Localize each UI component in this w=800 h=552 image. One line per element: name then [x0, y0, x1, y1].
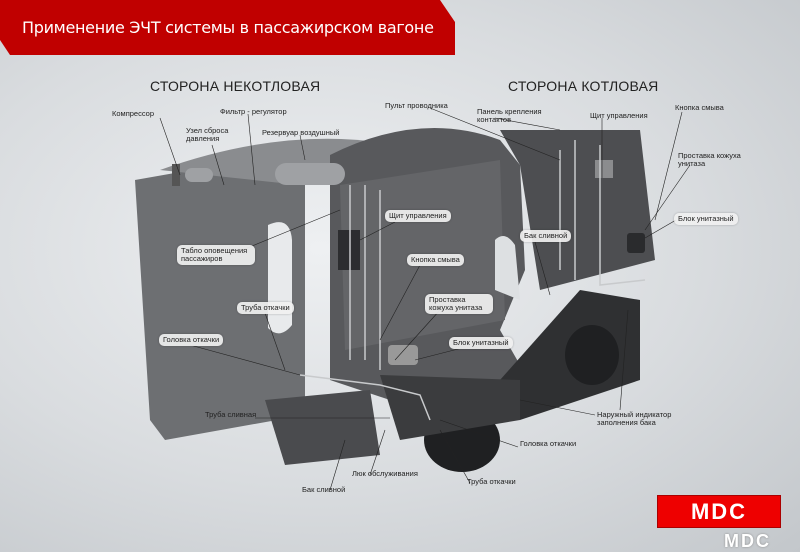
leader-lines	[159, 107, 691, 491]
label-pump-head-box: Головка откачки	[159, 334, 224, 346]
car-body	[135, 128, 655, 472]
label-toilet-spacer: Проставка кожуха унитаза	[425, 294, 493, 314]
label-drain-tank: Бак сливной	[302, 485, 346, 494]
pipes	[299, 140, 646, 421]
label-pump-pipe-box: Труба откачки	[237, 302, 294, 314]
label-toilet-spacer-top: Проставка кожуха унитаза	[678, 151, 741, 168]
label-filter: Фильтр - регулятор	[220, 107, 287, 116]
logo-text: MDC	[690, 498, 748, 524]
side-label-non-boiler: СТОРОНА НЕКОТЛОВАЯ	[150, 78, 321, 94]
logo-reflection-text: MDC	[724, 530, 771, 551]
label-service-hatch: Люк обслуживания	[352, 469, 418, 478]
label-conductor-panel: Пульт проводника	[385, 101, 448, 110]
label-compressor: Компрессор	[112, 109, 155, 118]
label-air-tank: Резервуар воздушный	[262, 128, 340, 137]
label-flush-button: Кнопка смыва	[407, 254, 464, 266]
side-label-boiler: СТОРОНА КОТЛОВАЯ	[508, 78, 659, 94]
label-outer-indicator: Наружный индикатор заполнения бака	[597, 410, 672, 427]
mdc-logo-reflection: MDC	[695, 530, 800, 552]
label-pump-pipe: Труба откачки	[467, 477, 516, 486]
label-drain-tank-box: Бак сливной	[520, 230, 572, 242]
label-control-panel-top: Щит управления	[590, 111, 648, 120]
label-toilet-block: Блок унитазный	[449, 337, 513, 349]
title-banner	[0, 0, 455, 55]
slide-title: Применение ЭЧТ системы в пассажирском ва…	[22, 18, 434, 37]
label-control-panel: Щит управления	[385, 210, 451, 222]
mdc-logo: MDC	[657, 495, 781, 528]
label-pressure-relief: Узел сброса давления	[186, 126, 229, 143]
label-contact-panel: Панель крепления контактов	[477, 107, 542, 124]
label-flush-button-top: Кнопка смыва	[675, 103, 724, 112]
label-drain-pipe: Труба сливная	[205, 410, 257, 419]
label-toilet-block-top: Блок унитазный	[674, 213, 738, 225]
label-pump-head: Головка откачки	[520, 439, 577, 448]
label-passenger-display: Табло оповещения пассажиров	[177, 245, 255, 265]
